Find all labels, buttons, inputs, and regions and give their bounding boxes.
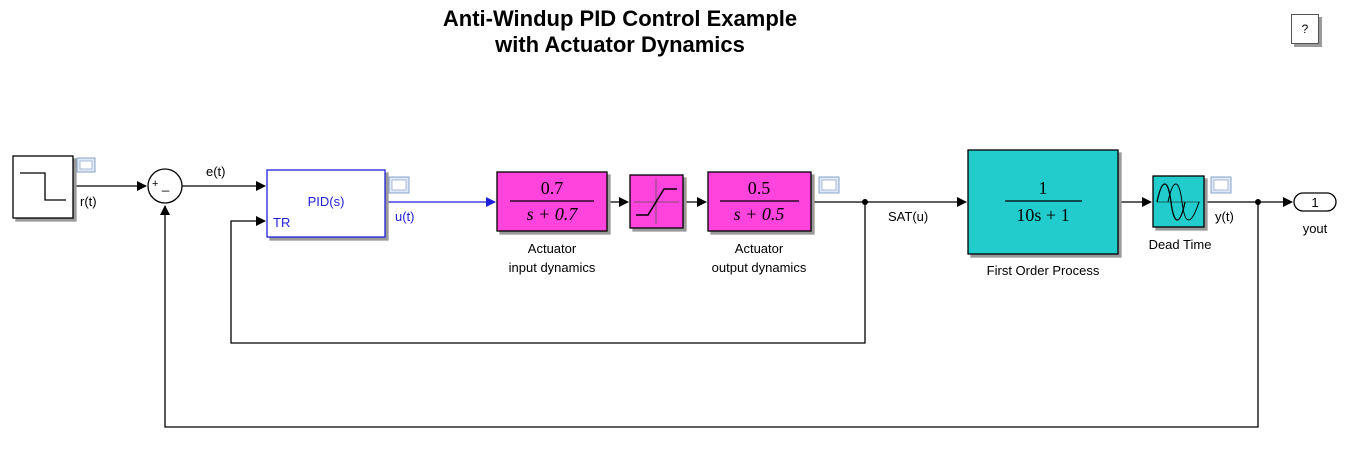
process-caption: First Order Process: [987, 263, 1100, 278]
actuator-output-numerator: 0.5: [748, 178, 771, 198]
actuator-input-denominator: s + 0.7: [527, 204, 579, 224]
pid-controller-block[interactable]: PID(s) TR: [266, 169, 386, 238]
actuator-output-caption-1: Actuator: [735, 241, 784, 256]
actuator-input-dynamics-block[interactable]: 0.7 s + 0.7: [496, 171, 608, 232]
dead-time-block[interactable]: [1152, 175, 1205, 228]
actuator-input-caption-2: input dynamics: [509, 260, 596, 275]
saturation-block[interactable]: [629, 174, 684, 229]
signal-lines: [71, 181, 1293, 428]
outport-number: 1: [1311, 195, 1318, 210]
process-numerator: 1: [1039, 178, 1048, 198]
branch-point-sat: [862, 199, 868, 205]
signal-label-u: u(t): [395, 209, 415, 224]
process-denominator: 10s + 1: [1016, 205, 1069, 225]
pid-label: PID(s): [308, 194, 345, 209]
signal-label-sat: SAT(u): [888, 209, 928, 224]
line-y-feedback: [160, 202, 1259, 428]
help-button[interactable]: ?: [1291, 14, 1319, 44]
actuator-input-numerator: 0.7: [541, 178, 564, 198]
pid-tr-port-label: TR: [273, 215, 290, 230]
title-line-2: with Actuator Dynamics: [495, 32, 745, 57]
actuator-output-denominator: s + 0.5: [734, 204, 785, 224]
actuator-output-dynamics-block[interactable]: 0.5 s + 0.5: [707, 171, 812, 232]
branch-point-y: [1255, 199, 1261, 205]
signal-label-r: r(t): [80, 194, 97, 209]
actuator-input-caption-1: Actuator: [528, 241, 577, 256]
step-source-block[interactable]: [12, 155, 74, 219]
signal-label-y: y(t): [1215, 209, 1234, 224]
title-line-1: Anti-Windup PID Control Example: [442, 6, 798, 31]
sum-plus-sign: +: [152, 178, 158, 190]
dead-time-caption: Dead Time: [1149, 237, 1212, 252]
sum-minus-sign: _: [161, 177, 170, 192]
sum-block[interactable]: + _: [147, 168, 183, 204]
line-tr-feedback: [230, 202, 866, 344]
saturation-icon: [636, 188, 677, 216]
signal-label-e: e(t): [206, 164, 226, 179]
step-icon: [20, 172, 66, 201]
actuator-output-caption-2: output dynamics: [712, 260, 807, 275]
first-order-process-block[interactable]: 1 10s + 1: [967, 149, 1119, 255]
outport-block[interactable]: 1: [1293, 192, 1337, 212]
outport-caption: yout: [1303, 221, 1328, 236]
diagram-title: Anti-Windup PID Control Example with Act…: [340, 6, 900, 58]
